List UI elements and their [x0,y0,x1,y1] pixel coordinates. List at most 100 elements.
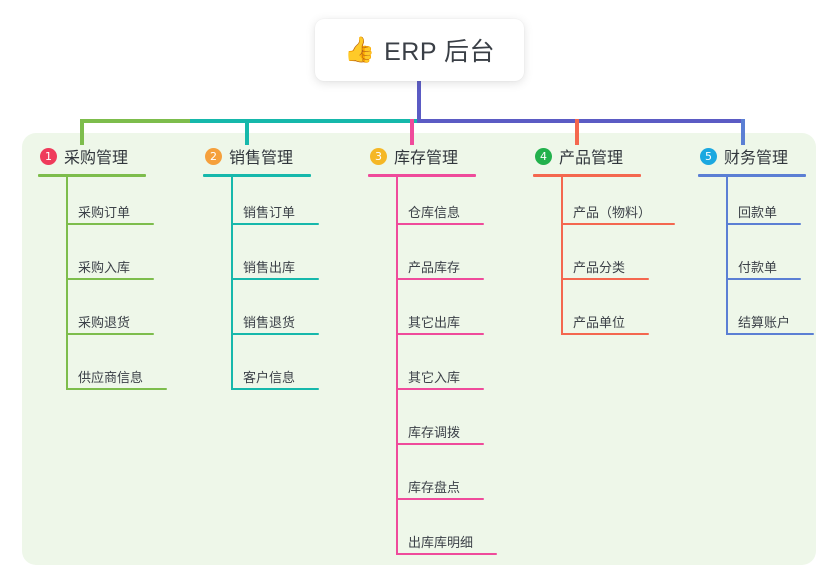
list-item-label: 出库库明细 [408,535,474,550]
column-5: 5 财务管理回款单付款单结算账户 [698,143,814,342]
list-item[interactable]: 采购退货 [38,287,154,342]
column-items: 销售订单销售出库销售退货客户信息 [203,177,319,397]
list-item[interactable]: 产品单位 [533,287,649,342]
list-item[interactable]: 销售出库 [203,232,319,287]
list-item-label: 产品单位 [573,315,626,330]
list-item-rule [66,333,154,335]
list-item-label: 产品库存 [408,260,461,275]
column-title: 销售管理 [229,150,294,167]
list-item[interactable]: 仓库信息 [368,177,484,232]
list-item[interactable]: 结算账户 [698,287,814,342]
list-item-label: 产品分类 [573,260,626,275]
column-header-rule [698,174,806,177]
list-item-label: 客户信息 [243,370,296,385]
list-item[interactable]: 其它出库 [368,287,484,342]
column-3: 3 库存管理仓库信息产品库存其它出库其它入库库存调拨库存盘点出库库明细 [368,143,497,562]
list-item-rule [561,278,649,280]
bus-segment-1 [80,119,192,123]
column-header-rule [203,174,311,177]
column-header-rule [38,174,146,177]
list-item-rule [726,333,814,335]
column-header-rule [533,174,641,177]
column-items: 产品（物料） 产品分类产品单位 [533,177,675,342]
drop-line-1 [80,119,84,145]
list-item-rule [66,223,154,225]
list-item-rule [231,388,319,390]
list-item-label: 其它出库 [408,315,461,330]
list-item[interactable]: 销售退货 [203,287,319,342]
list-item-label: 采购入库 [78,260,131,275]
column-items: 采购订单采购入库采购退货供应商信息 [38,177,167,397]
list-item[interactable]: 产品分类 [533,232,649,287]
number-badge-icon: 1 [40,147,57,165]
list-item-rule [726,278,801,280]
number-badge-icon: 2 [205,147,222,165]
column-items: 仓库信息产品库存其它出库其它入库库存调拨库存盘点出库库明细 [368,177,497,562]
drop-line-3 [410,119,414,145]
number-badge-icon: 5 [700,147,717,165]
list-item-label: 结算账户 [738,315,791,330]
column-2: 2 销售管理销售订单销售出库销售退货客户信息 [203,143,319,397]
column-title: 财务管理 [724,150,789,167]
list-item-rule [726,223,801,225]
list-item-rule [396,223,484,225]
column-title: 库存管理 [394,150,459,167]
list-item-label: 库存盘点 [408,480,461,495]
list-item[interactable]: 库存盘点 [368,452,484,507]
list-item-rule [231,223,319,225]
number-badge-icon: 3 [370,147,387,165]
column-items: 回款单付款单结算账户 [698,177,814,342]
list-item[interactable]: 采购订单 [38,177,154,232]
list-item-rule [231,333,319,335]
list-item-label: 仓库信息 [408,205,461,220]
bus-segment-2 [190,119,420,123]
list-item-rule [231,278,319,280]
list-item-rule [561,333,649,335]
list-item[interactable]: 产品库存 [368,232,484,287]
list-item[interactable]: 其它入库 [368,342,484,397]
root-title-card[interactable]: 👍 ERP 后台 [315,19,524,81]
drop-line-4 [575,119,579,145]
number-badge-icon: 4 [535,147,552,165]
column-spine [561,177,563,335]
list-item-rule [396,278,484,280]
bus-segment-3 [418,119,745,123]
column-spine [726,177,728,335]
main-panel [22,133,816,565]
column-header-rule [368,174,476,177]
list-item[interactable]: 出库库明细 [368,507,497,562]
list-item-rule [66,388,167,390]
column-header-5[interactable]: 5 财务管理 [698,143,806,169]
list-item-label: 采购订单 [78,205,131,220]
column-spine [231,177,233,390]
list-item[interactable]: 供应商信息 [38,342,167,397]
list-item[interactable]: 回款单 [698,177,806,232]
list-item[interactable]: 付款单 [698,232,806,287]
column-spine [66,177,68,390]
list-item[interactable]: 采购入库 [38,232,154,287]
list-item[interactable]: 产品（物料） [533,177,675,232]
list-item[interactable]: 客户信息 [203,342,319,397]
list-item-label: 销售订单 [243,205,296,220]
thumbs-up-icon: 👍 [343,35,376,64]
list-item-rule [66,278,154,280]
list-item-rule [561,223,675,225]
list-item-label: 库存调拨 [408,425,461,440]
list-item-label: 其它入库 [408,370,461,385]
list-item-label: 回款单 [738,205,778,220]
list-item-rule [396,333,484,335]
list-item-label: 销售退货 [243,315,296,330]
list-item-rule [396,553,497,555]
list-item-label: 付款单 [738,260,778,275]
list-item[interactable]: 库存调拨 [368,397,484,452]
list-item[interactable]: 销售订单 [203,177,319,232]
column-header-2[interactable]: 2 销售管理 [203,143,311,169]
list-item-label: 采购退货 [78,315,131,330]
column-header-3[interactable]: 3 库存管理 [368,143,476,169]
drop-line-5 [741,119,745,145]
list-item-rule [396,388,484,390]
